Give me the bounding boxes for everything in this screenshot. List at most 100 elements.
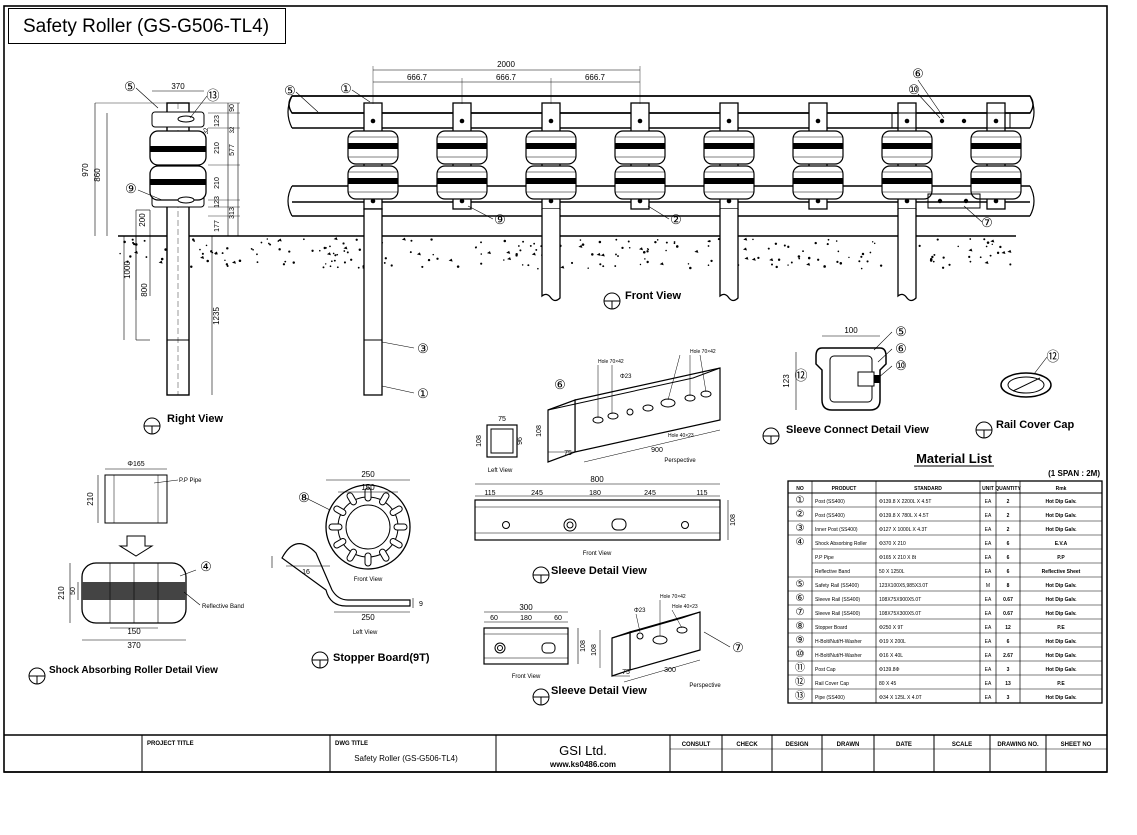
table-cell: 123X100X5,985X3.0T bbox=[879, 583, 928, 589]
soil-dot bbox=[615, 238, 618, 241]
reflective-band bbox=[437, 178, 487, 184]
soil-grain bbox=[231, 260, 236, 264]
table-cell: ⑪ bbox=[795, 662, 805, 674]
bolt bbox=[459, 118, 465, 124]
table-header-cell: Rmk bbox=[1056, 486, 1067, 492]
table-cell: 80 X 45 bbox=[879, 681, 896, 687]
soil-grain bbox=[401, 237, 406, 241]
dim-970: 970 bbox=[81, 163, 90, 177]
soil-grain bbox=[742, 247, 747, 251]
table-cell: 2.67 bbox=[1003, 653, 1013, 659]
callout-8-stopper: ⑧ bbox=[298, 490, 310, 505]
soil-dot bbox=[817, 258, 820, 261]
soil-dot bbox=[384, 257, 387, 260]
soil-dot bbox=[519, 249, 522, 252]
callout-10-sc: ⑩ bbox=[895, 358, 907, 373]
table-cell: 6 bbox=[1007, 555, 1010, 561]
dim-9: 9 bbox=[419, 601, 423, 608]
callouts: ⑤ ⑬ ⑨ ⑤ ① ⑥ ⑩ ⑨ ② ⑦ ③ ① ⑥ ⑦ ⑤ ⑥ ⑩ ⑫ ⑫ ④ … bbox=[124, 66, 1059, 655]
soil-dot bbox=[933, 253, 936, 256]
soil-grain bbox=[694, 249, 699, 253]
dim-577: 577 bbox=[229, 144, 236, 156]
soil-dot bbox=[225, 263, 229, 266]
reflective-band bbox=[971, 178, 1021, 184]
reflective-band bbox=[882, 178, 932, 184]
table-cell: 2 bbox=[1007, 499, 1010, 505]
soil-dot bbox=[932, 260, 935, 263]
soil-grain bbox=[990, 239, 995, 243]
dim-666-3: 666.7 bbox=[585, 73, 606, 82]
soil-dot bbox=[948, 263, 951, 266]
soil-grain bbox=[200, 255, 205, 259]
table-header-cell: NO bbox=[796, 486, 804, 492]
stopper-slot bbox=[364, 552, 372, 567]
tb-date: DATE bbox=[896, 742, 912, 748]
dim-123-c: 123 bbox=[782, 374, 791, 388]
soil-dot bbox=[814, 241, 817, 245]
table-cell: Post (SS400) bbox=[815, 513, 845, 519]
reflective-band bbox=[348, 143, 398, 149]
soil-grain bbox=[486, 251, 491, 255]
soil-dot bbox=[288, 250, 291, 253]
soil-dot bbox=[654, 240, 657, 244]
stopper-slot bbox=[393, 523, 408, 531]
soil-dot bbox=[614, 265, 617, 267]
dim-75-c: 75 bbox=[622, 669, 630, 676]
table-cell: Φ139.8 X 2200L X 4.5T bbox=[879, 499, 931, 505]
reflective-band bbox=[971, 143, 1021, 149]
dim-32-1: 32 bbox=[204, 127, 210, 134]
bolt bbox=[548, 118, 554, 124]
soil-grain bbox=[416, 252, 421, 256]
reflective-band bbox=[793, 178, 843, 184]
soil-dot bbox=[334, 254, 337, 257]
soil-dot bbox=[689, 266, 692, 270]
table-cell: Φ370 X 210 bbox=[879, 541, 906, 547]
soil-dot bbox=[710, 259, 713, 263]
table-cell: 8 bbox=[1007, 583, 1010, 589]
table-cell: Φ19 X 200L bbox=[879, 639, 906, 645]
stopper-slot bbox=[333, 505, 347, 516]
sleeve-detail-900 bbox=[474, 483, 729, 584]
reflective-band bbox=[882, 143, 932, 149]
front-posts bbox=[347, 102, 1022, 396]
table-cell: ⑥ bbox=[796, 593, 805, 604]
dim-210-2: 210 bbox=[214, 177, 221, 189]
callout-1b-front: ① bbox=[417, 386, 429, 401]
label-hole-40x23-a: Hole 40×23 bbox=[668, 433, 694, 439]
dim-180-a: 180 bbox=[589, 490, 601, 497]
soil-grain bbox=[806, 262, 811, 266]
soil-dot bbox=[931, 255, 934, 259]
soil-dot bbox=[837, 250, 840, 253]
table-header-cell: QUANTITY bbox=[995, 486, 1021, 492]
dim-210-1: 210 bbox=[214, 142, 221, 154]
callout-12-sc: ⑫ bbox=[794, 368, 807, 383]
sleeve-front-900 bbox=[474, 499, 721, 541]
table-cell: Stopper Board bbox=[815, 625, 847, 631]
soil-dot bbox=[226, 247, 229, 250]
soil-dot bbox=[839, 262, 843, 265]
table-cell: 0.67 bbox=[1003, 597, 1013, 603]
callout-5-sc: ⑤ bbox=[895, 324, 907, 339]
soil-dot bbox=[871, 241, 874, 243]
soil-dot bbox=[673, 241, 676, 243]
view-title-right: Right View bbox=[167, 413, 223, 425]
soil-dot bbox=[869, 251, 872, 254]
soil-dot bbox=[358, 248, 362, 252]
table-cell: Hot Dip Galv. bbox=[1045, 639, 1077, 645]
soil-dot bbox=[503, 259, 505, 261]
table-cell: ⑧ bbox=[796, 621, 805, 632]
soil-dot bbox=[260, 241, 263, 244]
table-cell: ② bbox=[796, 509, 805, 520]
bolt bbox=[726, 198, 732, 204]
soil-dot bbox=[303, 238, 305, 241]
soil-dot bbox=[807, 256, 811, 260]
soil-dot bbox=[802, 250, 804, 253]
soil-dot bbox=[390, 264, 393, 267]
bolt bbox=[993, 198, 999, 204]
label-stopper-front: Front View bbox=[354, 577, 383, 583]
soil-dot bbox=[193, 240, 196, 242]
table-cell: P.E bbox=[1057, 625, 1065, 631]
soil-dot bbox=[646, 248, 649, 250]
table-cell: 6 bbox=[1007, 639, 1010, 645]
